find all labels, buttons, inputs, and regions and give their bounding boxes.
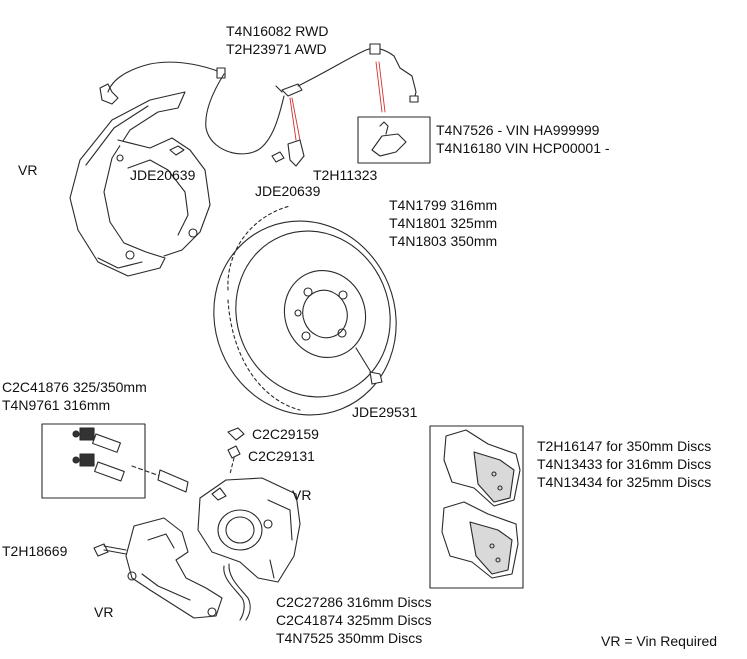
- label-pin-kit-316: T4N9761 316mm: [2, 397, 111, 413]
- label-sensor-rwd: T4N16082 RWD: [226, 23, 329, 39]
- guide-pin: [131, 465, 189, 493]
- carrier-bolt: [93, 543, 127, 557]
- brake-disc: [213, 205, 397, 416]
- label-disc-screw: JDE29531: [352, 404, 418, 420]
- label-hose-325: C2C41874 325mm Discs: [276, 612, 432, 628]
- brake-hose: [223, 563, 251, 621]
- label-bleed-screw: C2C29131: [248, 448, 315, 464]
- caliper-carrier: [125, 517, 223, 619]
- label-clip-part: T2H11323: [313, 167, 378, 183]
- label-pads-325: T4N13434 for 325mm Discs: [537, 474, 712, 490]
- label-hose-350: T4N7525 350mm Discs: [276, 630, 423, 646]
- label-vr-caliper: VR: [292, 487, 312, 503]
- label-vr-carrier: VR: [94, 604, 114, 620]
- label-bracket-vin-b: T4N16180 VIN HCP00001 -: [436, 140, 610, 156]
- label-vr-shield: VR: [18, 162, 38, 178]
- bleed-parts: [227, 427, 245, 475]
- label-pin-kit-325-350: C2C41876 325/350mm: [2, 379, 147, 395]
- label-sensor-awd: T2H23971 AWD: [226, 41, 327, 57]
- bracket-inset: [357, 116, 431, 164]
- label-bracket-vin-a: T4N7526 - VIN HA999999: [436, 122, 600, 138]
- legend-vin-required: VR = Vin Required: [601, 633, 718, 649]
- label-pads-316: T4N13433 for 316mm Discs: [537, 456, 712, 472]
- label-bolt-shield: JDE20639: [130, 167, 196, 183]
- splash-shield: [69, 91, 211, 277]
- label-bolt-clip: JDE20639: [255, 183, 321, 199]
- wear-sensor-cable: [99, 43, 419, 155]
- label-caliper-bolt: T2H18669: [2, 543, 68, 559]
- label-pads-350: T2H16147 for 350mm Discs: [537, 438, 712, 454]
- label-disc-350: T4N1803 350mm: [389, 233, 498, 249]
- label-hose-316: C2C27286 316mm Discs: [276, 594, 432, 610]
- brake-pads-inset: [429, 425, 524, 589]
- label-disc-316: T4N1799 316mm: [389, 197, 498, 213]
- caliper: [197, 477, 301, 583]
- sensor-hardware: [169, 139, 305, 167]
- pin-kit-inset: [41, 423, 146, 499]
- label-bleed-cap: C2C29159: [252, 426, 319, 442]
- label-disc-325: T4N1801 325mm: [389, 215, 498, 231]
